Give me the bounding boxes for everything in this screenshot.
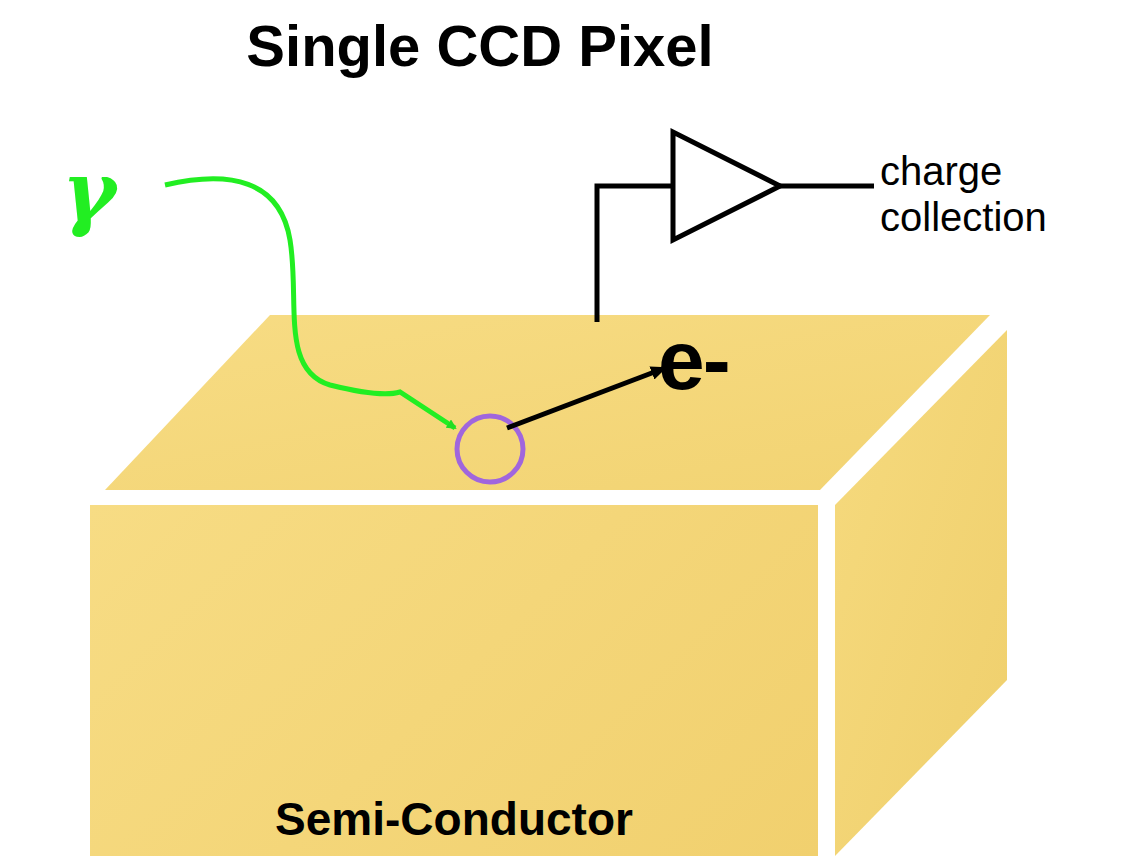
block-label: Semi-Conductor [275,792,633,846]
wire [780,184,874,189]
top-face [105,315,990,490]
photon-symbol: γ [62,150,116,232]
photon-path [165,179,455,428]
side-face [835,330,1007,856]
semiconductor-block: Semi-Conductor [90,505,818,856]
amplifier-symbol [673,132,780,240]
electron-arrow [507,368,665,428]
output-label: charge collection [880,148,1120,240]
wire [597,186,675,322]
title: Single CCD Pixel [246,12,713,79]
electron-label: e- [658,318,729,402]
